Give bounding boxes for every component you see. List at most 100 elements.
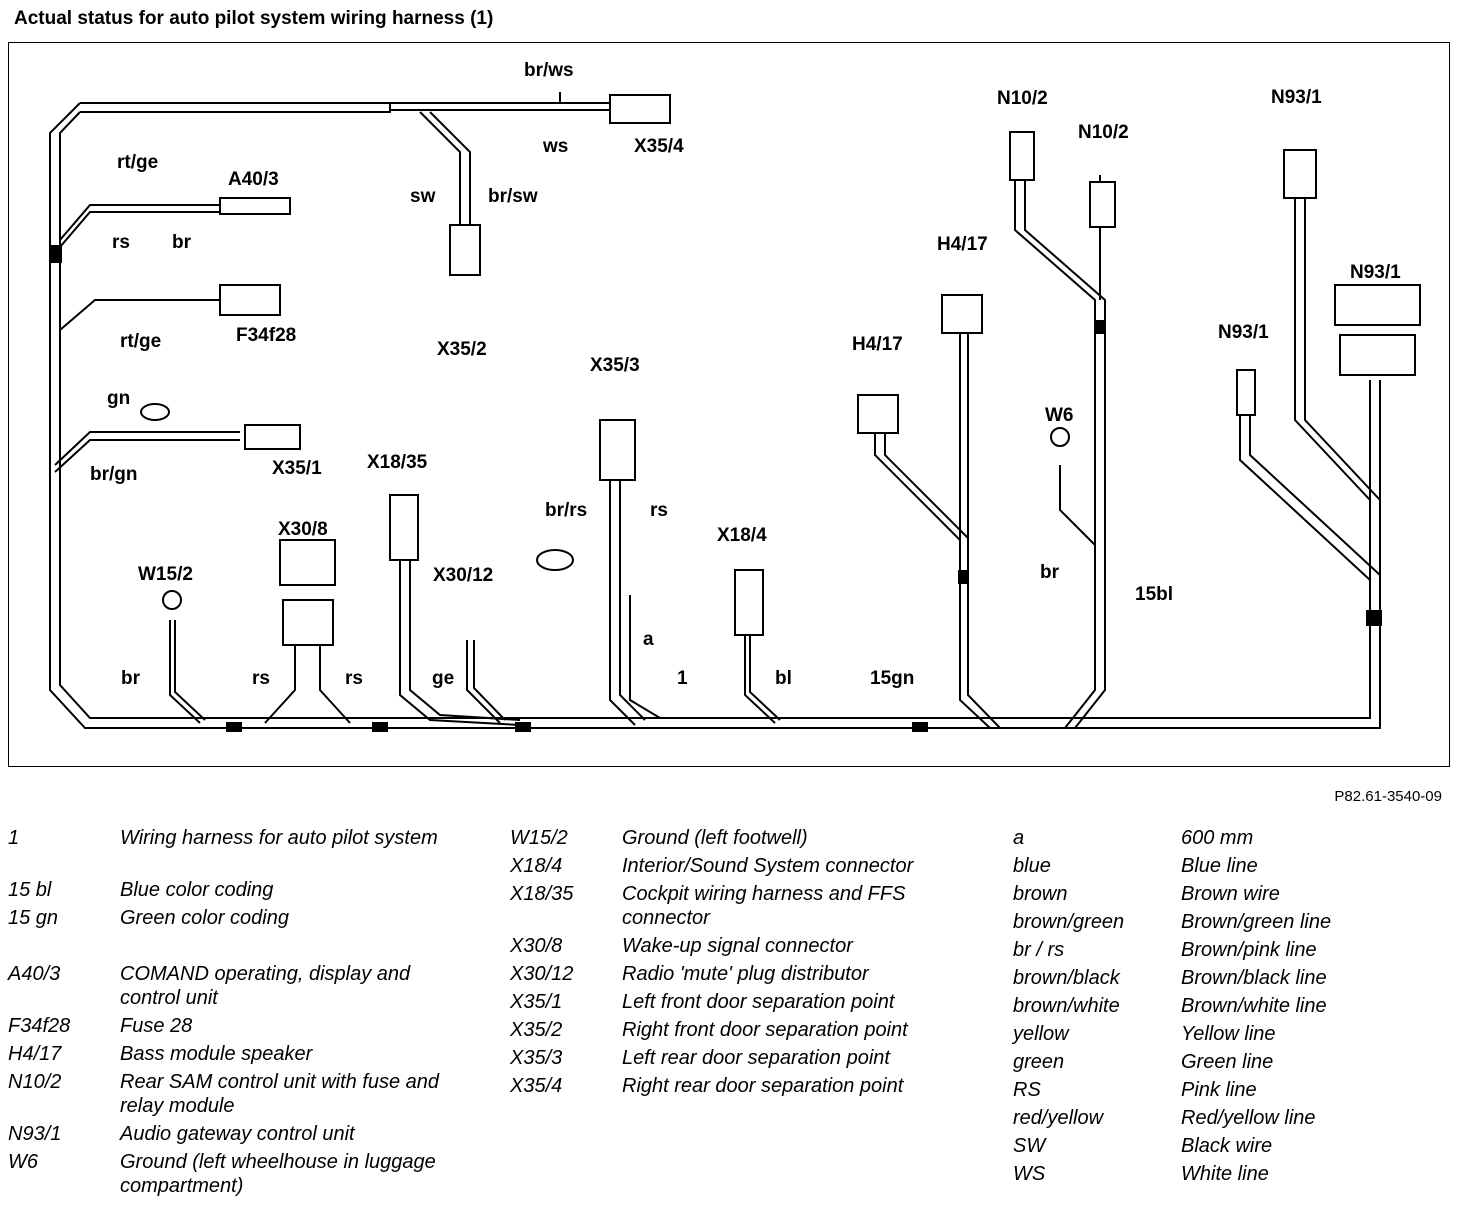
legend-key: X18/35: [510, 883, 574, 905]
legend-value: Fuse 28: [120, 1015, 193, 1037]
legend-value: Brown/green line: [1181, 911, 1332, 933]
legend-key: brown/white: [1013, 995, 1120, 1017]
main-harness: [49, 102, 1381, 729]
x35-2-connector: [449, 224, 481, 276]
figure-reference: P82.61-3540-09: [1334, 788, 1442, 805]
legend-key: brown/black: [1013, 967, 1120, 989]
label-x18-4: X18/4: [717, 525, 767, 546]
legend-key: brown: [1013, 883, 1068, 905]
legend-value: Yellow line: [1181, 1023, 1276, 1045]
legend-key: W6: [8, 1151, 38, 1173]
n93-1-mid-housing: [1334, 284, 1421, 326]
legend-value: Interior/Sound System connector: [622, 855, 914, 877]
diagram-title: Actual status for auto pilot system wiri…: [14, 8, 494, 29]
label-rt-ge-top: rt/ge: [117, 152, 158, 173]
a40-3-connector: [219, 197, 291, 215]
legend-value: Left rear door separation point: [622, 1047, 890, 1069]
branch-x30-12: [466, 640, 506, 724]
x35-3-grommet-icon: [536, 549, 574, 571]
legend-value: Brown/white line: [1181, 995, 1327, 1017]
n10-2-b-housing: [1089, 181, 1116, 228]
legend-value: Brown/pink line: [1181, 939, 1317, 961]
x35-4-connector: [609, 94, 671, 124]
legend-value: Wake-up signal connector: [622, 935, 853, 957]
w6-ring-icon: [1050, 427, 1070, 447]
splice-7: [1095, 320, 1105, 334]
label-n93-1-mid: N93/1: [1350, 262, 1401, 283]
legend-value: Green color coding: [120, 907, 289, 929]
label-br-a40: br: [172, 232, 192, 253]
branch-x18-4: [744, 635, 781, 724]
branch-n10-2: [1014, 175, 1106, 729]
n93-1-left-connector: [1236, 369, 1256, 416]
legend-value: Blue line: [1181, 855, 1258, 877]
n93-1-mid-base: [1339, 334, 1416, 376]
legend-key: A40/3: [8, 963, 61, 985]
legend-value: Left front door separation point: [622, 991, 895, 1013]
label-br-sw: br/sw: [488, 186, 538, 207]
branch-x35-4: [390, 92, 610, 225]
label-n10-2-a: N10/2: [997, 88, 1048, 109]
x30-8-housing: [282, 599, 334, 646]
legend-key: W15/2: [510, 827, 568, 849]
legend-value: White line: [1181, 1163, 1269, 1185]
legend-key: X18/4: [510, 855, 563, 877]
legend-value: Cockpit wiring harness and FFS connector: [622, 883, 906, 929]
label-br-ws: br/ws: [524, 60, 574, 81]
label-br-w15: br: [121, 668, 141, 689]
legend-key: 15 bl: [8, 879, 52, 901]
legend-key: br / rs: [1013, 939, 1065, 961]
legend-value: Red/yellow line: [1181, 1107, 1316, 1129]
legend-key: brown/green: [1013, 911, 1125, 933]
h4-17-mid-housing: [941, 294, 983, 334]
legend-value: Brown wire: [1181, 883, 1280, 905]
branch-x35-3: [609, 460, 661, 726]
diagram-frame: [8, 42, 1450, 767]
label-bl: bl: [775, 668, 792, 689]
label-n93-1-left: N93/1: [1218, 322, 1269, 343]
branch-x30-8: [264, 645, 351, 724]
x18-35-connector: [389, 494, 419, 561]
label-n93-1-top: N93/1: [1271, 87, 1322, 108]
label-rs-a40: rs: [112, 232, 130, 253]
label-f34f28: F34f28: [236, 325, 296, 346]
branch-a40-3: [59, 204, 220, 248]
label-sw: sw: [410, 186, 436, 207]
splice-2: [226, 722, 242, 732]
legend-key: WS: [1013, 1163, 1046, 1185]
n10-2-a-housing: [1009, 131, 1035, 181]
legend-key: blue: [1013, 855, 1051, 877]
splice-1: [50, 245, 62, 263]
label-n10-2-b: N10/2: [1078, 122, 1129, 143]
legend-key: red/yellow: [1013, 1107, 1104, 1129]
label-h4-17-mid: H4/17: [937, 234, 988, 255]
legend-value: Audio gateway control unit: [120, 1123, 355, 1145]
legend-key: 1: [8, 827, 20, 849]
legend-value: Green line: [1181, 1051, 1274, 1073]
splice-3: [372, 722, 388, 732]
legend-value: Right front door separation point: [622, 1019, 908, 1041]
label-w6: W6: [1045, 405, 1074, 426]
legend-key: N93/1: [8, 1123, 62, 1145]
w15-2-ring-icon: [162, 590, 182, 610]
legend-key: 15 gn: [8, 907, 59, 929]
x35-1-connector: [244, 424, 301, 450]
legend-key: green: [1013, 1051, 1065, 1073]
legend-value: Radio 'mute' plug distributor: [622, 963, 869, 985]
legend-value: COMAND operating, display and control un…: [120, 963, 411, 1009]
label-x30-8: X30/8: [278, 519, 328, 540]
splice-4: [515, 722, 531, 732]
legend-key: SW: [1013, 1135, 1046, 1157]
label-br-rs: br/rs: [545, 500, 587, 521]
label-rt-ge-mid: rt/ge: [120, 331, 161, 352]
f34f28-connector: [219, 284, 281, 316]
label-rs-x35-3: rs: [650, 500, 668, 521]
label-x35-4: X35/4: [634, 136, 684, 157]
label-15gn: 15gn: [870, 668, 914, 689]
legend-key: X35/2: [510, 1019, 563, 1041]
label-a40-3: A40/3: [228, 169, 279, 190]
h4-17-left-housing: [857, 394, 899, 434]
branch-f34f28: [59, 299, 220, 331]
label-rs-right: rs: [345, 668, 363, 689]
label-15bl: 15bl: [1135, 584, 1173, 605]
